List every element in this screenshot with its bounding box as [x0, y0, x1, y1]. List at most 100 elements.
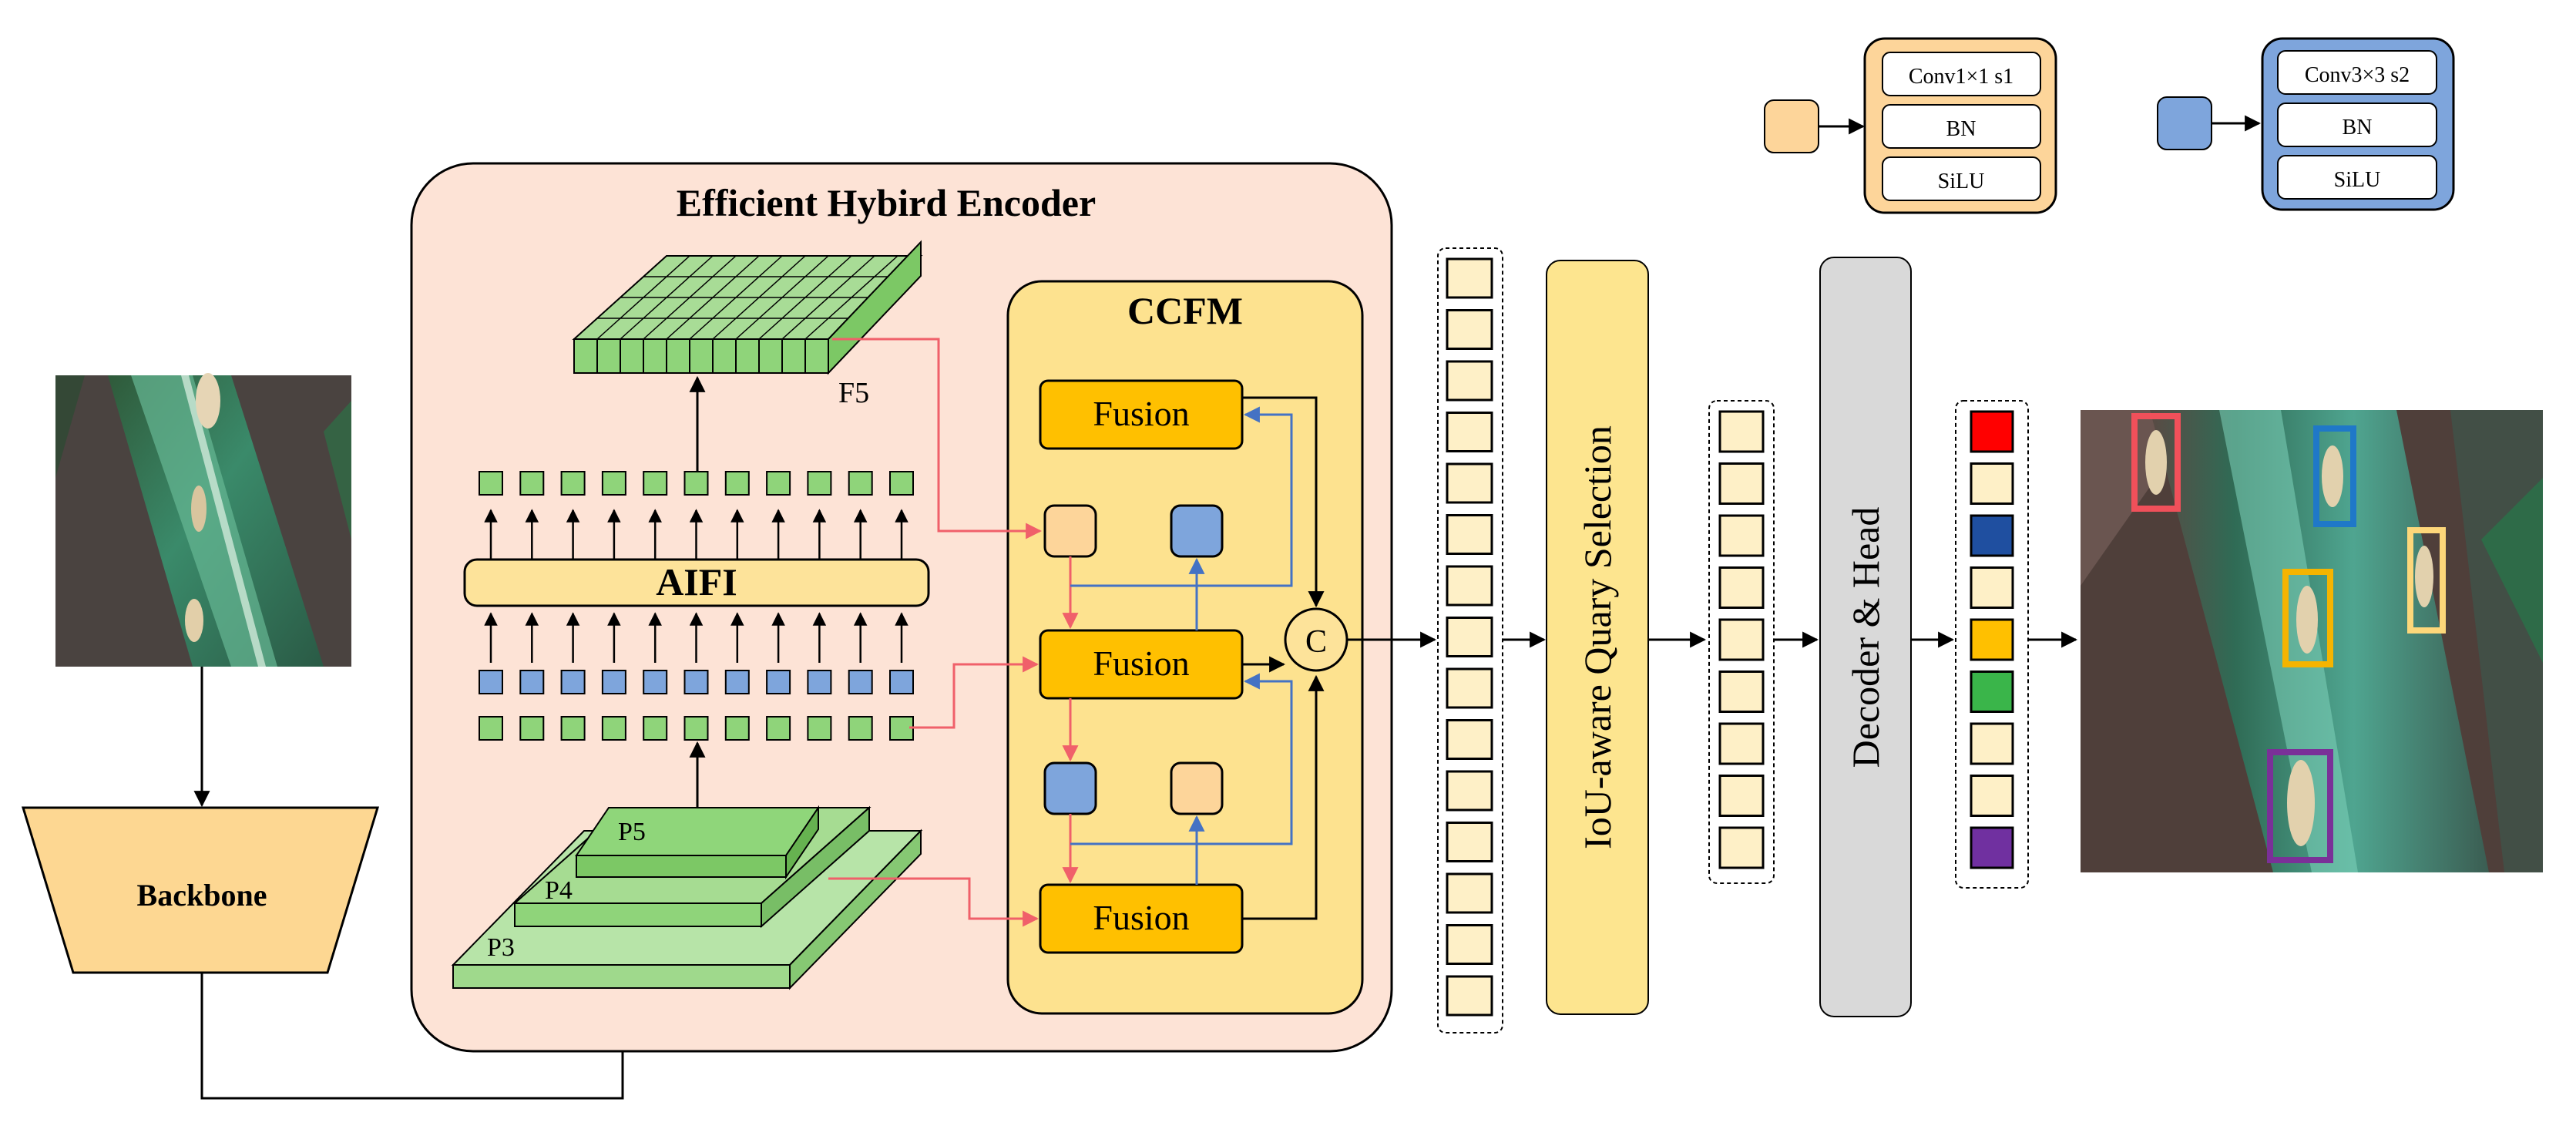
aifi-output-token — [479, 471, 503, 496]
blue-token — [807, 670, 832, 694]
green-token — [479, 716, 503, 741]
legend-conv3x3-row-1: Conv3×3 s2 — [2305, 63, 2410, 87]
f5-grid-line — [596, 255, 690, 340]
f5-cell — [573, 338, 598, 374]
f5-cell — [735, 338, 760, 374]
f5-grid-line — [758, 255, 852, 340]
blue-token — [724, 670, 750, 694]
query-selection-label: IoU-aware Quary Selection — [1576, 425, 1619, 849]
selected-query-token — [1718, 775, 1765, 817]
f5-grid-line — [573, 255, 667, 340]
f5-cell — [781, 338, 806, 374]
encoder-title: Efficient Hybird Encoder — [677, 181, 1096, 224]
aifi-block — [463, 558, 930, 607]
blue-token — [479, 670, 503, 694]
legend-conv1x1-row-1: Conv1×1 s1 — [1909, 65, 2013, 89]
f5-grid-line — [804, 255, 898, 340]
f5-cell — [758, 338, 783, 374]
legend-conv3x3-row-2: BN — [2343, 116, 2373, 139]
encoder-output-token — [1446, 667, 1493, 709]
green-token — [724, 716, 750, 741]
aifi-output-token — [724, 471, 750, 496]
encoder-output-tokens — [1446, 257, 1493, 1017]
green-token — [683, 716, 709, 741]
selected-query-token — [1718, 410, 1765, 453]
p5-label: P5 — [618, 818, 646, 846]
ccfm-title: CCFM — [1127, 289, 1243, 332]
aifi-output-token — [889, 471, 914, 496]
green-token — [889, 716, 914, 741]
aifi-output-token — [848, 471, 873, 496]
class-swatch — [1970, 410, 2014, 453]
fusion-block-top — [1039, 379, 1244, 450]
class-swatch — [1970, 826, 2014, 869]
conv3x3-block-upper — [1170, 504, 1224, 558]
encoder-output-token — [1446, 257, 1493, 299]
output-class-swatches — [1970, 410, 2014, 869]
encoder-output-token — [1446, 514, 1493, 555]
green-token — [807, 716, 832, 741]
aifi-output-token — [601, 471, 626, 496]
blue-token — [560, 670, 586, 694]
class-swatch — [1970, 671, 2014, 713]
green-token — [601, 716, 626, 741]
detection-box — [2313, 425, 2356, 527]
f5-grid-line — [735, 255, 829, 340]
f5-cell — [666, 338, 690, 374]
aifi-input-blue-tokens — [479, 670, 914, 694]
decoder-head-block — [1819, 257, 1912, 1017]
legend-conv3x3: Conv3×3 s2 BN SiLU — [2157, 37, 2455, 211]
decoder-head-label: Decoder & Head — [1844, 507, 1887, 768]
aifi-output-tokens — [479, 471, 914, 496]
backbone-label: Backbone — [137, 878, 267, 912]
green-token — [766, 716, 791, 741]
blue-token — [889, 670, 914, 694]
aifi-output-arrows — [484, 509, 908, 560]
green-token — [560, 716, 586, 741]
blue-token — [519, 670, 545, 694]
aifi-input-arrows — [484, 612, 908, 663]
fusion-label-middle: Fusion — [1093, 644, 1189, 683]
p3-label: P3 — [487, 933, 515, 962]
f5-cell — [596, 338, 621, 374]
encoder-output-token — [1446, 565, 1493, 607]
f5-grid-line — [643, 255, 737, 340]
encoder-output-token — [1446, 462, 1493, 504]
selected-query-token — [1718, 671, 1765, 713]
conv1x1-block-lower — [1170, 761, 1224, 815]
class-swatch — [1970, 775, 2014, 817]
encoder-output-token — [1446, 975, 1493, 1017]
blue-flow-arrows — [1070, 406, 1293, 885]
fusion-label-top: Fusion — [1093, 394, 1189, 433]
f5-grid-line — [620, 255, 714, 340]
legend-conv1x1: Conv1×1 s1 BN SiLU — [1764, 37, 2057, 214]
class-swatch — [1970, 722, 2014, 765]
legend-conv1x1-row-2: BN — [1946, 117, 1977, 141]
detection-box — [2407, 527, 2446, 634]
selected-query-token — [1718, 462, 1765, 505]
green-token — [848, 716, 873, 741]
selected-query-token — [1718, 618, 1765, 661]
aifi-input-green-tokens — [479, 716, 914, 741]
concat-input-arrows — [1242, 396, 1325, 920]
selected-query-token — [1718, 722, 1765, 765]
legend-conv3x3-swatch — [2157, 96, 2212, 150]
aifi-output-token — [643, 471, 668, 496]
f5-grid-line — [689, 255, 783, 340]
selected-query-token — [1718, 826, 1765, 869]
encoder-output-token — [1446, 924, 1493, 965]
blue-token — [643, 670, 668, 694]
blue-token — [601, 670, 626, 694]
selected-query-token — [1718, 514, 1765, 557]
class-swatch — [1970, 566, 2014, 609]
legend-conv1x1-swatch — [1764, 99, 1819, 153]
encoder-output-token — [1446, 872, 1493, 914]
encoder-output-token — [1446, 719, 1493, 760]
encoder-output-token — [1446, 822, 1493, 862]
blue-token — [766, 670, 791, 694]
output-detection-image — [2081, 410, 2543, 872]
encoder-output-token — [1446, 617, 1493, 657]
legend-conv1x1-row-3: SiLU — [1938, 170, 1985, 193]
aifi-output-token — [683, 471, 709, 496]
